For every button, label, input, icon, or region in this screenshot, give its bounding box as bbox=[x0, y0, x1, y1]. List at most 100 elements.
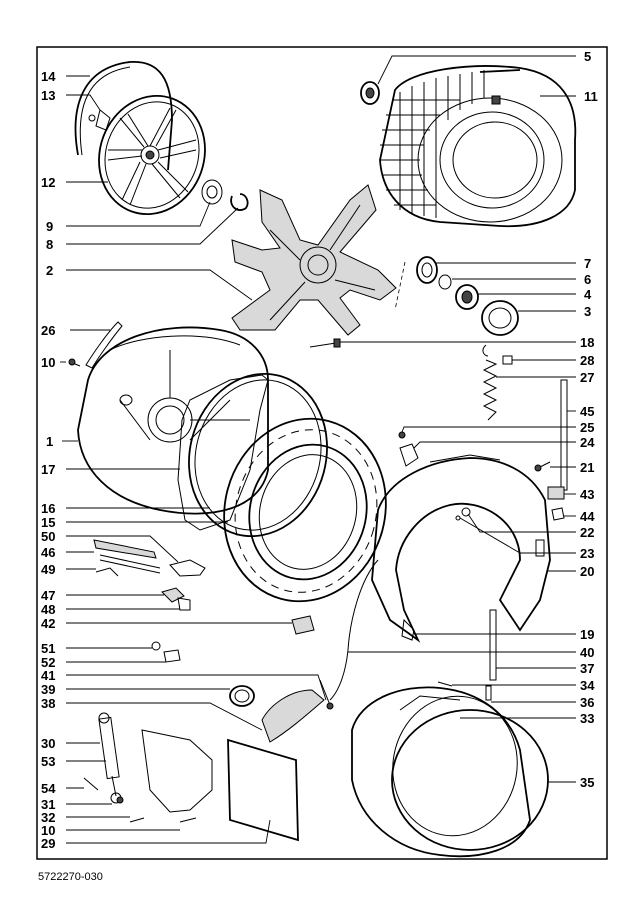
fitting-parts bbox=[455, 507, 471, 521]
callout-25: 25 bbox=[580, 420, 594, 435]
callout-14: 14 bbox=[41, 69, 56, 84]
callout-36: 36 bbox=[580, 695, 594, 710]
callout-20: 20 bbox=[580, 564, 594, 579]
rear-tub-part bbox=[77, 326, 269, 515]
callout-21: 21 bbox=[580, 460, 594, 475]
callout-52: 52 bbox=[41, 655, 55, 670]
callout-37: 37 bbox=[580, 661, 594, 676]
rod-part bbox=[560, 379, 568, 491]
callout-15: 15 bbox=[41, 515, 55, 530]
callout-33: 33 bbox=[580, 711, 594, 726]
rod-part-37 bbox=[489, 609, 497, 681]
callout-11: 11 bbox=[584, 89, 598, 104]
callout-17: 17 bbox=[41, 462, 55, 477]
gasket-part bbox=[229, 685, 255, 707]
callout-10-bottom: 10 bbox=[41, 823, 55, 838]
small-fitting-parts bbox=[437, 681, 492, 701]
circlip-part bbox=[230, 193, 249, 211]
callout-45: 45 bbox=[580, 404, 594, 419]
pin-screw-parts bbox=[83, 777, 145, 823]
callout-51: 51 bbox=[41, 641, 55, 656]
callout-40: 40 bbox=[580, 645, 594, 660]
thermostat-part bbox=[161, 587, 191, 611]
clamp-part bbox=[85, 321, 123, 369]
shock-absorber-part bbox=[98, 712, 122, 804]
front-bracket-part bbox=[371, 454, 551, 643]
callout-8: 8 bbox=[46, 237, 53, 252]
clip-part bbox=[502, 355, 513, 365]
callout-54: 54 bbox=[41, 781, 56, 796]
front-door-parts bbox=[351, 686, 549, 858]
heater-element-parts bbox=[93, 539, 206, 577]
callout-1: 1 bbox=[46, 434, 53, 449]
shaft-spacer-part bbox=[201, 179, 223, 205]
leader-lines bbox=[60, 55, 576, 844]
hose-bracket-parts bbox=[398, 431, 419, 467]
bearing-stack-parts bbox=[394, 256, 519, 336]
callout-31: 31 bbox=[41, 797, 55, 812]
callout-39: 39 bbox=[41, 682, 55, 697]
callout-6: 6 bbox=[584, 272, 591, 287]
sensor-part bbox=[291, 615, 315, 635]
callout-30: 30 bbox=[41, 736, 55, 751]
callout-23: 23 bbox=[580, 546, 594, 561]
small-bearing-part bbox=[360, 81, 380, 105]
drum-spider-part bbox=[231, 184, 397, 336]
callout-13: 13 bbox=[41, 88, 55, 103]
callout-44: 44 bbox=[580, 509, 595, 524]
callout-24: 24 bbox=[580, 435, 595, 450]
drive-belt-part bbox=[74, 61, 173, 171]
callout-26: 26 bbox=[41, 323, 55, 338]
callout-12: 12 bbox=[41, 175, 55, 190]
callout-10-top: 10 bbox=[41, 355, 55, 370]
callout-32: 32 bbox=[41, 810, 55, 825]
tub-frame-part bbox=[177, 374, 269, 531]
callout-9: 9 bbox=[46, 219, 53, 234]
inner-drum-part bbox=[379, 65, 577, 228]
screw-part-10b bbox=[179, 817, 197, 823]
screw-part-21 bbox=[534, 461, 551, 472]
callout-5: 5 bbox=[584, 49, 591, 64]
hose-cable-parts bbox=[319, 559, 379, 710]
door-lock-part bbox=[547, 486, 565, 521]
diagram-border bbox=[36, 46, 608, 860]
suspension-spring-part bbox=[482, 344, 498, 421]
callout-16: 16 bbox=[41, 501, 55, 516]
callouts-right: 5 11 7 6 4 3 18 28 27 45 25 24 21 43 44 … bbox=[580, 49, 598, 790]
callouts-left: 14 13 12 9 8 2 26 10 1 17 16 15 50 46 49… bbox=[41, 69, 56, 851]
callout-35: 35 bbox=[580, 775, 594, 790]
callout-38: 38 bbox=[41, 696, 55, 711]
callout-53: 53 bbox=[41, 754, 55, 769]
callout-22: 22 bbox=[580, 525, 594, 540]
callout-41: 41 bbox=[41, 668, 55, 683]
callout-34: 34 bbox=[580, 678, 595, 693]
drain-hose-part bbox=[261, 689, 325, 743]
bolt-part bbox=[309, 338, 341, 348]
callout-29: 29 bbox=[41, 836, 55, 851]
motor-bracket-part bbox=[141, 729, 213, 813]
bracket-foot-part bbox=[401, 618, 415, 641]
callout-7: 7 bbox=[584, 256, 591, 271]
drum-pulley-part bbox=[98, 94, 206, 216]
callout-42: 42 bbox=[41, 616, 55, 631]
callout-43: 43 bbox=[580, 487, 594, 502]
callout-46: 46 bbox=[41, 545, 55, 560]
mounting-plate-part bbox=[227, 738, 299, 842]
callout-28: 28 bbox=[580, 353, 594, 368]
callout-19: 19 bbox=[580, 627, 594, 642]
callout-18: 18 bbox=[580, 335, 594, 350]
callout-4: 4 bbox=[584, 287, 592, 302]
callout-50: 50 bbox=[41, 529, 55, 544]
document-code: 5722270-030 bbox=[38, 871, 103, 883]
front-tub-ring-part bbox=[223, 417, 387, 603]
callout-2: 2 bbox=[46, 263, 53, 278]
callout-49: 49 bbox=[41, 562, 55, 577]
callout-48: 48 bbox=[41, 602, 55, 617]
callout-27: 27 bbox=[580, 370, 594, 385]
small-clip-parts bbox=[151, 641, 181, 663]
callout-47: 47 bbox=[41, 588, 55, 603]
callout-3: 3 bbox=[584, 304, 591, 319]
screw-part bbox=[68, 358, 81, 367]
